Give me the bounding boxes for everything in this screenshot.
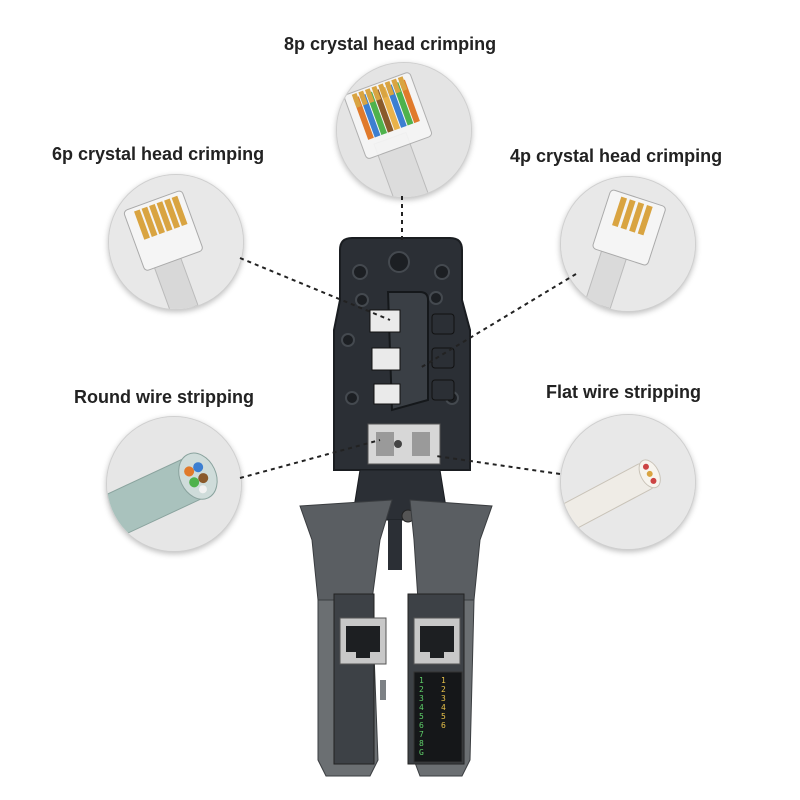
rj45-connector-image <box>337 63 471 197</box>
detail-6p-connector <box>108 174 244 310</box>
led-label: 6 <box>419 721 424 730</box>
left-handle-top <box>299 499 393 601</box>
left-rj45-socket <box>339 617 387 665</box>
rj11-connector-image <box>561 177 695 311</box>
detail-8p-connector <box>336 62 472 198</box>
label-6p-crimping: 6p crystal head crimping <box>52 144 265 164</box>
led-window <box>413 671 463 763</box>
led-column-left: 1 2 3 4 5 6 7 8 G <box>419 676 424 757</box>
label-flat-stripping: Flat wire stripping <box>546 382 702 402</box>
detail-flat-cable <box>560 414 696 550</box>
lever-link <box>388 520 402 570</box>
round-cable-image <box>107 417 241 551</box>
label-round-stripping: Round wire stripping <box>74 387 254 407</box>
label-8p-crimping: 8p crystal head crimping <box>284 34 497 54</box>
led-label: 4 <box>419 703 424 712</box>
right-rj45-socket <box>413 617 461 665</box>
right-handle-top <box>409 499 493 601</box>
led-label: 3 <box>419 694 424 703</box>
led-label: 5 <box>419 712 424 721</box>
led-label: 5 <box>441 712 446 721</box>
led-label: 1 <box>419 676 424 685</box>
led-label: 2 <box>441 685 446 694</box>
detail-4p-connector <box>560 176 696 312</box>
rj12-connector-image <box>109 175 243 309</box>
led-label: 2 <box>419 685 424 694</box>
label-4p-crimping: 4p crystal head crimping <box>510 146 723 166</box>
led-label: 4 <box>441 703 446 712</box>
led-label: 7 <box>419 730 424 739</box>
led-label: 6 <box>441 721 446 730</box>
led-column-right: 1 2 3 4 5 6 <box>441 676 446 730</box>
led-label: 8 <box>419 739 424 748</box>
handle-latch <box>380 680 386 700</box>
led-label: 3 <box>441 694 446 703</box>
led-labels: 1 2 3 4 5 6 7 8 G 1 2 3 4 5 6 <box>419 676 459 760</box>
flat-cable-image <box>561 415 695 549</box>
detail-round-cable <box>106 416 242 552</box>
led-label: 1 <box>441 676 446 685</box>
stripping-block <box>367 423 441 465</box>
led-label: G <box>419 748 424 757</box>
